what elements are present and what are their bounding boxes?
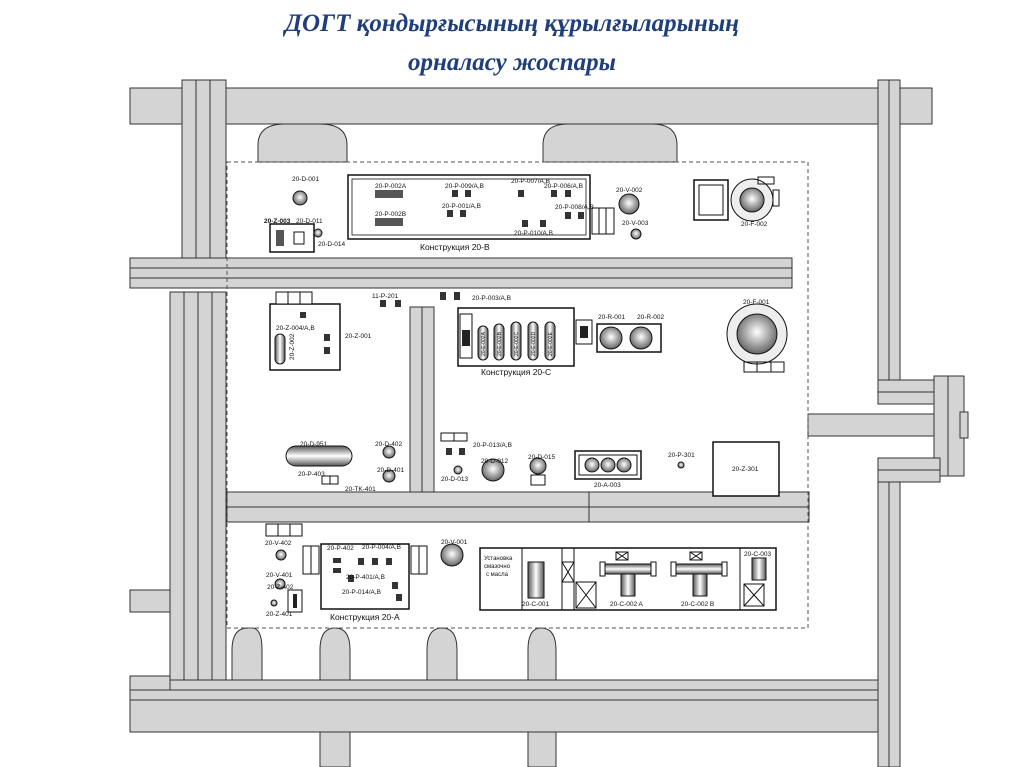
structural-frame: [129, 79, 969, 767]
structure-20-b: [269, 174, 780, 253]
tag-20-d-001: 20-D-001: [292, 176, 319, 183]
structure-20-c: [380, 292, 788, 373]
structure-20-a: [265, 523, 464, 613]
tag-20-p-001: 20-P-001/A,B: [442, 203, 481, 210]
tag-20-d-401: 20-D-401: [377, 467, 404, 474]
tag-20-d-402: 20-D-402: [375, 441, 402, 448]
unit-20-z-004: [269, 291, 341, 371]
tag-20-z-001: 20-Z-001: [345, 333, 372, 340]
tag-20-r-002: 20-R-002: [637, 314, 664, 321]
section-label-20-a: Конструкция 20-A: [330, 612, 400, 622]
tag-11-p-201: 11-P-201: [372, 293, 399, 300]
label-installation-1: Установка: [484, 556, 513, 562]
tag-20-tk-401: 20-TK-401: [345, 486, 376, 493]
tag-20-v-002: 20-V-002: [616, 187, 643, 194]
unit-20-d-951: [285, 445, 396, 485]
tag-20-p-008: 20-P-008/A,B: [555, 204, 594, 211]
tag-20-d-011: 20-D-011: [296, 218, 323, 225]
tag-20-p-004: 20-P-004/A,B: [362, 544, 401, 551]
tag-20-c-003: 20-C-003: [744, 551, 771, 558]
tag-20-c-002a: 20-C-002 A: [610, 601, 644, 608]
tag-20-d-015: 20-D-015: [528, 454, 555, 461]
tag-20-z-402: 20-Z-402: [267, 584, 294, 591]
tag-20-e-002b: 20-E-002B: [497, 331, 503, 356]
tag-20-z-002: 20-Z-002: [289, 333, 296, 360]
section-label-20-c: Конструкция 20-C: [481, 367, 551, 377]
tag-20-z-004: 20-Z-004/A,B: [276, 325, 315, 332]
site-boundary: [226, 161, 809, 629]
tag-20-p-301: 20-P-301: [668, 452, 695, 459]
tag-20-z-401: 20-Z-401: [266, 611, 293, 618]
tag-20-v-003: 20-V-003: [622, 220, 649, 227]
tag-20-d-014: 20-D-014: [318, 241, 345, 248]
tag-20-e-002c: 20-E-002C: [514, 331, 520, 356]
tag-20-p-006: 20-P-006/A,B: [544, 183, 583, 190]
tag-20-z-003: 20-Z-003: [264, 218, 291, 225]
tag-20-p-403: 20-P-403: [298, 471, 325, 478]
tag-20-p-002a: 20-P-002A: [375, 183, 407, 190]
tag-20-c-001: 20-C-001: [522, 601, 549, 608]
tag-20-p-010: 20-P-010/A,B: [514, 230, 553, 237]
tag-20-v-001: 20-V-001: [441, 539, 468, 546]
title-line-1: ДОГТ қондырғысының құрылғыларының: [284, 10, 740, 37]
tag-20-p-002b: 20-P-002B: [375, 211, 406, 218]
tag-20-c-002b: 20-C-002 B: [681, 601, 714, 608]
tag-20-f-002: 20-F-002: [741, 221, 768, 228]
tag-20-d-951: 20-D-951: [300, 441, 327, 448]
tag-20-e-002d: 20-E-002D: [531, 331, 537, 356]
tag-20-p-007: 20-P-007/A,B: [511, 178, 550, 185]
tag-20-e-002a: 20-E-002A: [481, 331, 487, 356]
unit-20-p-013: [440, 432, 780, 497]
tag-20-a-003: 20-A-003: [594, 482, 621, 489]
tag-20-p-003: 20-P-003/A,B: [472, 295, 511, 302]
tag-20-p-013: 20-P-013/A,B: [473, 442, 512, 449]
tag-20-p-402: 20-P-402: [327, 545, 354, 552]
section-label-20-b: Конструкция 20-B: [420, 242, 490, 252]
title-line-2: орналасу жоспары: [407, 49, 616, 76]
tag-20-e-002e: 20-E-002E: [548, 331, 554, 356]
tag-20-d-012: 20-D-012: [481, 458, 508, 465]
tag-20-f-001: 20-F-001: [743, 299, 770, 306]
tag-20-p-014: 20-P-014/A,B: [342, 589, 381, 596]
compressor-area: [479, 547, 777, 611]
tag-20-z-301: 20-Z-301: [732, 466, 759, 473]
label-installation-2: смазочно: [484, 564, 511, 570]
tag-20-p-009: 20-P-009/A,B: [445, 183, 484, 190]
tag-20-v-402: 20-V-402: [265, 540, 292, 547]
label-installation-3: с масла: [486, 572, 509, 578]
tag-20-v-401: 20-V-401: [266, 572, 293, 579]
tag-20-p-401: 20-P-401/A,B: [346, 574, 385, 581]
tag-20-d-013: 20-D-013: [441, 476, 468, 483]
tag-20-r-001: 20-R-001: [598, 314, 625, 321]
